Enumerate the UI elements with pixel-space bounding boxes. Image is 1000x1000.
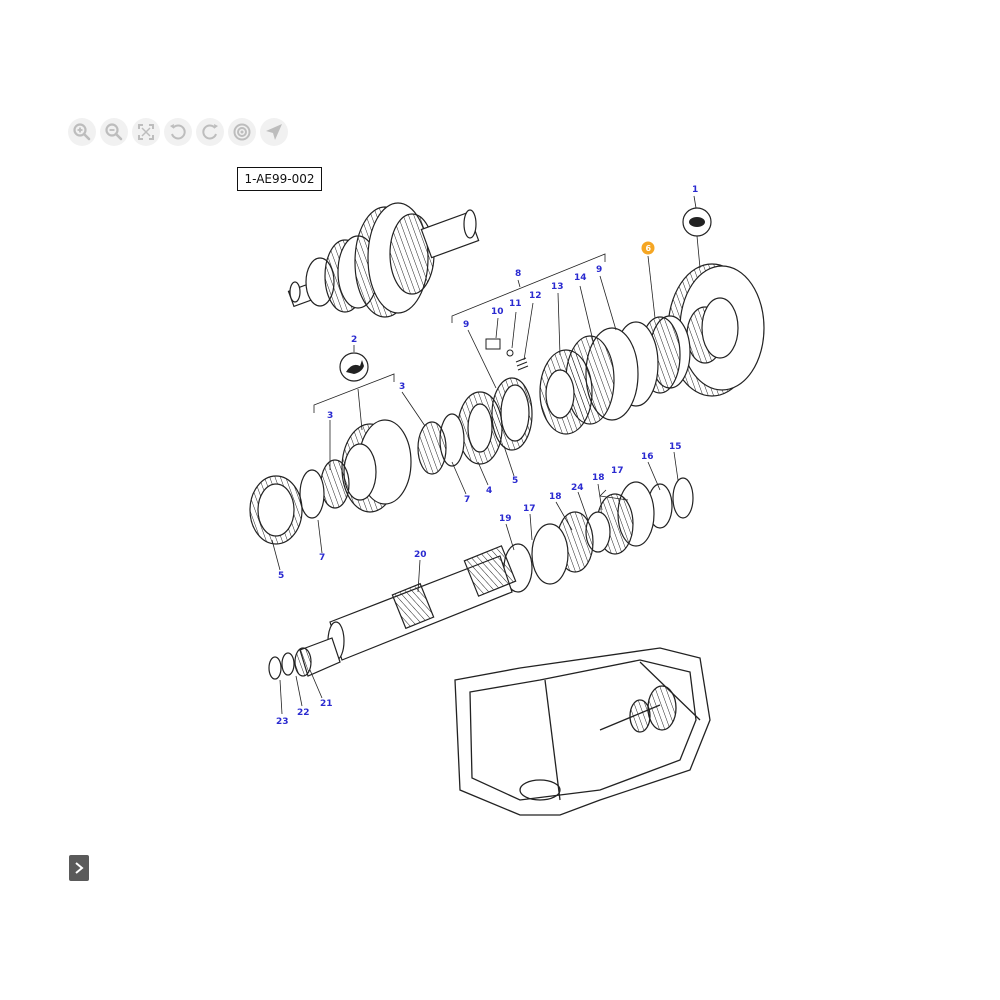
pointer-button[interactable]: [260, 118, 288, 146]
part-1-large-gear: [667, 263, 765, 397]
callout-22[interactable]: 22: [297, 708, 310, 718]
callout-12[interactable]: 12: [529, 291, 542, 301]
callout-5[interactable]: 5: [278, 571, 284, 581]
target-icon: [233, 123, 251, 141]
part-2-gear-group: [249, 419, 412, 545]
viewer-toolbar: [68, 118, 288, 148]
callout-labels: 1 2 3 3 4 5 5 7 7 8 9 9 10 11 12 13 14 1…: [276, 185, 698, 727]
callout-11[interactable]: 11: [509, 299, 522, 309]
diagram-code-label: 1-AE99-002: [237, 167, 322, 191]
rotate-left-button[interactable]: [164, 118, 192, 146]
callout-3[interactable]: 3: [327, 411, 333, 421]
callout-23[interactable]: 23: [276, 717, 289, 727]
zoom-out-button[interactable]: [100, 118, 128, 146]
assembled-shaft-cluster: [287, 202, 480, 318]
fit-screen-icon: [138, 124, 154, 140]
callout-5[interactable]: 5: [512, 476, 518, 486]
detent-parts: [485, 338, 529, 371]
hare-symbol-icon: [339, 352, 369, 382]
next-page-button[interactable]: [69, 855, 89, 881]
callout-9[interactable]: 9: [596, 265, 602, 275]
pointer-icon: [266, 124, 282, 140]
callout-20[interactable]: 20: [414, 550, 427, 560]
callout-16[interactable]: 16: [641, 452, 654, 462]
chevron-right-icon: [75, 862, 84, 874]
callout-7[interactable]: 7: [319, 553, 325, 563]
callout-6-label: 6: [646, 244, 652, 253]
callout-8[interactable]: 8: [515, 269, 521, 279]
callout-13[interactable]: 13: [551, 282, 564, 292]
callout-15[interactable]: 15: [669, 442, 682, 452]
callout-7[interactable]: 7: [464, 495, 470, 505]
rotate-right-button[interactable]: [196, 118, 224, 146]
zoom-in-icon: [73, 123, 91, 141]
turtle-symbol-icon: [682, 207, 712, 237]
synchronizer-cluster: [417, 315, 691, 475]
callout-14[interactable]: 14: [574, 273, 587, 283]
zoom-out-icon: [105, 123, 123, 141]
bearing-group: [503, 477, 694, 593]
callout-2[interactable]: 2: [351, 335, 357, 345]
callout-9[interactable]: 9: [463, 320, 469, 330]
transmission-housing: [454, 647, 711, 816]
callout-3[interactable]: 3: [399, 382, 405, 392]
target-button[interactable]: [228, 118, 256, 146]
callout-18[interactable]: 18: [592, 473, 605, 483]
callout-18[interactable]: 18: [549, 492, 562, 502]
rotate-right-icon: [202, 124, 218, 140]
callout-4[interactable]: 4: [486, 486, 492, 496]
callout-21[interactable]: 21: [320, 699, 333, 709]
callout-6-selected[interactable]: 6: [641, 241, 655, 255]
zoom-in-button[interactable]: [68, 118, 96, 146]
rotate-left-icon: [170, 124, 186, 140]
callout-17[interactable]: 17: [611, 466, 624, 476]
callout-17[interactable]: 17: [523, 504, 536, 514]
leader-lines: [271, 195, 701, 715]
callout-24[interactable]: 24: [571, 483, 584, 493]
callout-1[interactable]: 1: [692, 185, 698, 195]
fit-screen-button[interactable]: [132, 118, 160, 146]
part-20-main-shaft: [268, 545, 517, 680]
callout-10[interactable]: 10: [491, 307, 504, 317]
callout-19[interactable]: 19: [499, 514, 512, 524]
